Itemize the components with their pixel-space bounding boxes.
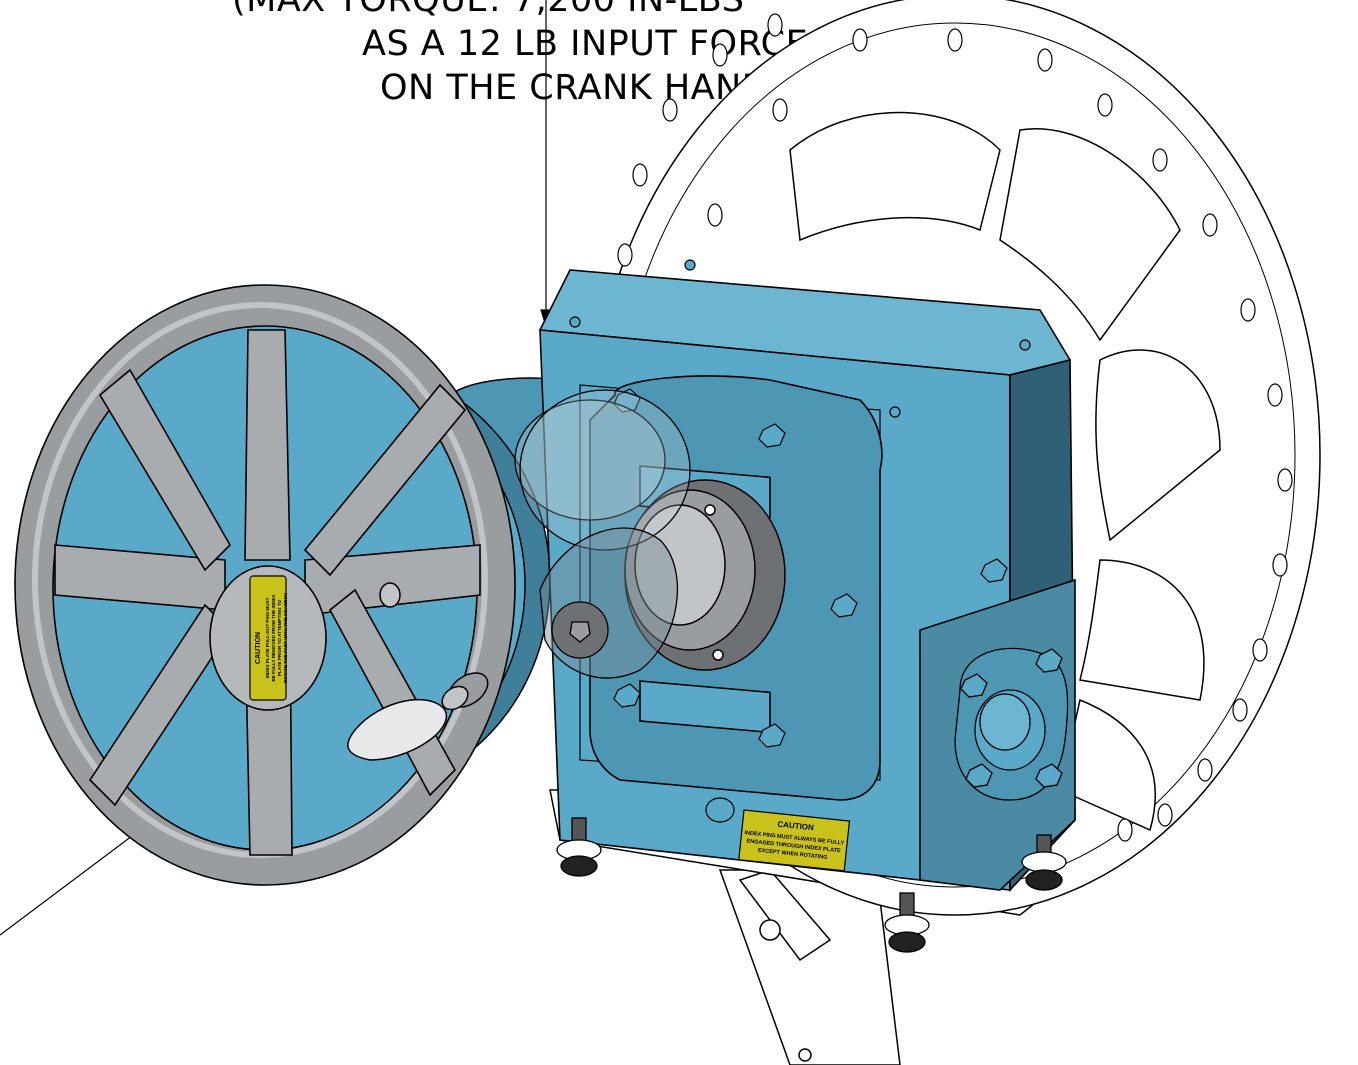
handwheel-spokes xyxy=(54,329,481,856)
housing-bolts xyxy=(569,259,1031,823)
crank-handle xyxy=(347,582,489,761)
gearbox-caution-label: CAUTION INDEX PINS MUST ALWAYS BE FULLY … xyxy=(738,809,851,872)
hub-label-line-3: PLATE PRIOR TO ATTEMPTING TO xyxy=(277,599,282,676)
callout-line-2: AS A 12 LB INPUT FORCE xyxy=(362,24,809,64)
index-plate-holes xyxy=(617,13,1293,842)
hub-caution-label: CAUTION INDEX PLATE PULL-OUT PINS MUST B… xyxy=(249,575,288,701)
gearbox-label-title: CAUTION xyxy=(777,820,814,833)
hub-label-line-4: ROTATE THE PART WITH THE GEARBOX xyxy=(283,592,288,683)
leveling-feet xyxy=(556,817,1067,953)
index-plate-window xyxy=(789,111,1221,832)
hub-label-line-2: BE FULLY REMOVED FROM THE INDEX xyxy=(271,594,276,682)
side-cover xyxy=(954,647,1069,801)
index-pin-lever xyxy=(514,389,691,679)
hub-label-line-1: INDEX PLATE PULL-OUT PINS MUST xyxy=(265,597,270,678)
hub-label-title: CAUTION xyxy=(255,632,262,664)
callout-line-1: (MAX TORQUE: 7,200 IN-LBS xyxy=(232,0,745,20)
torque-callout: (MAX TORQUE: 7,200 IN-LBS AS A 12 LB INP… xyxy=(232,0,825,110)
